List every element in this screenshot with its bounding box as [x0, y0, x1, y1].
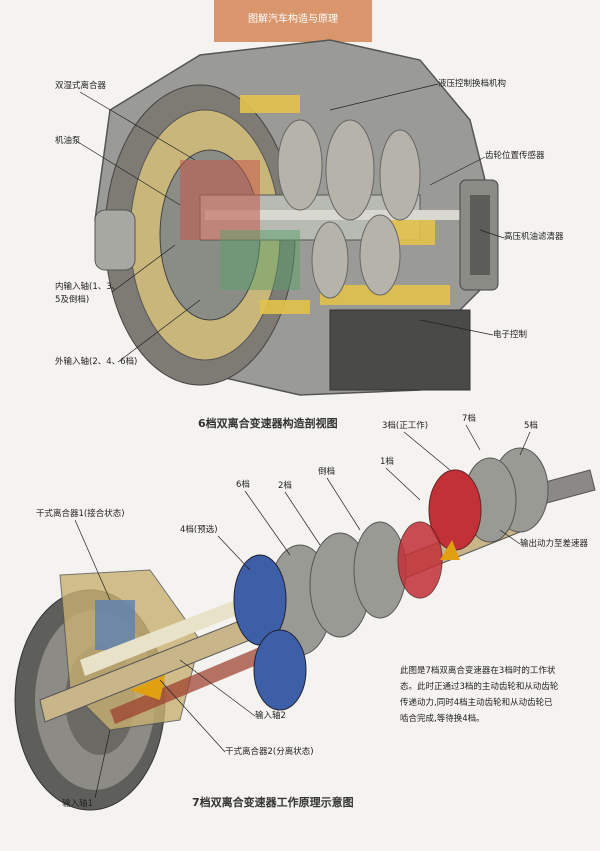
label-output-to-differential: 输出动力至差速器	[520, 539, 589, 549]
label-gear-7: 7档	[462, 414, 476, 424]
figure2-description: 此图是7档双离合变速器在3档时的工作状态。此时正通过3档的主动齿轮和从动齿轮传递…	[400, 666, 559, 724]
figure2-caption: 7档双离合变速器工作原理示意图	[192, 796, 354, 809]
label-gear-3: 3档(正工作)	[382, 421, 429, 431]
label-dry-clutch-2: 干式离合器2(分离状态)	[225, 747, 314, 757]
label-gear-2: 2档	[278, 481, 292, 491]
label-hydraulic-control: 液压控制换档机构	[438, 79, 507, 89]
label-gear-4: 4档(预选)	[180, 525, 218, 535]
label-gear-position-sensor: 齿轮位置传感器	[485, 151, 545, 161]
label-inner-input-shaft-line2: 5及倒档)	[55, 295, 90, 305]
label-gear-6: 6档	[236, 480, 250, 490]
label-inner-input-shaft-line1: 内输入轴(1、3、	[55, 282, 121, 292]
label-gear-5: 5档	[524, 421, 538, 431]
label-high-pressure-oil-filter: 高压机油滤清器	[504, 232, 564, 242]
label-electronic-control: 电子控制	[493, 330, 528, 340]
label-input-shaft-1: 输入轴1	[62, 799, 93, 809]
label-input-shaft-2: 输入轴2	[255, 711, 286, 721]
label-outer-input-shaft: 外输入轴(2、4、6档)	[55, 357, 138, 367]
label-gear-reverse: 倒档	[318, 467, 336, 477]
header-tab: 图解汽车构造与原理	[214, 0, 372, 42]
label-gear-1: 1档	[380, 457, 394, 467]
figure1-caption: 6档双离合变速器构造剖视图	[198, 417, 338, 430]
label-dry-clutch-1: 干式离合器1(接合状态)	[36, 509, 125, 519]
gearbox-cutaway-illustration	[94, 39, 499, 396]
label-oil-pump: 机油泵	[55, 136, 81, 146]
dual-clutch-illustration	[14, 447, 596, 811]
label-dual-wet-clutch: 双湿式离合器	[55, 81, 107, 91]
